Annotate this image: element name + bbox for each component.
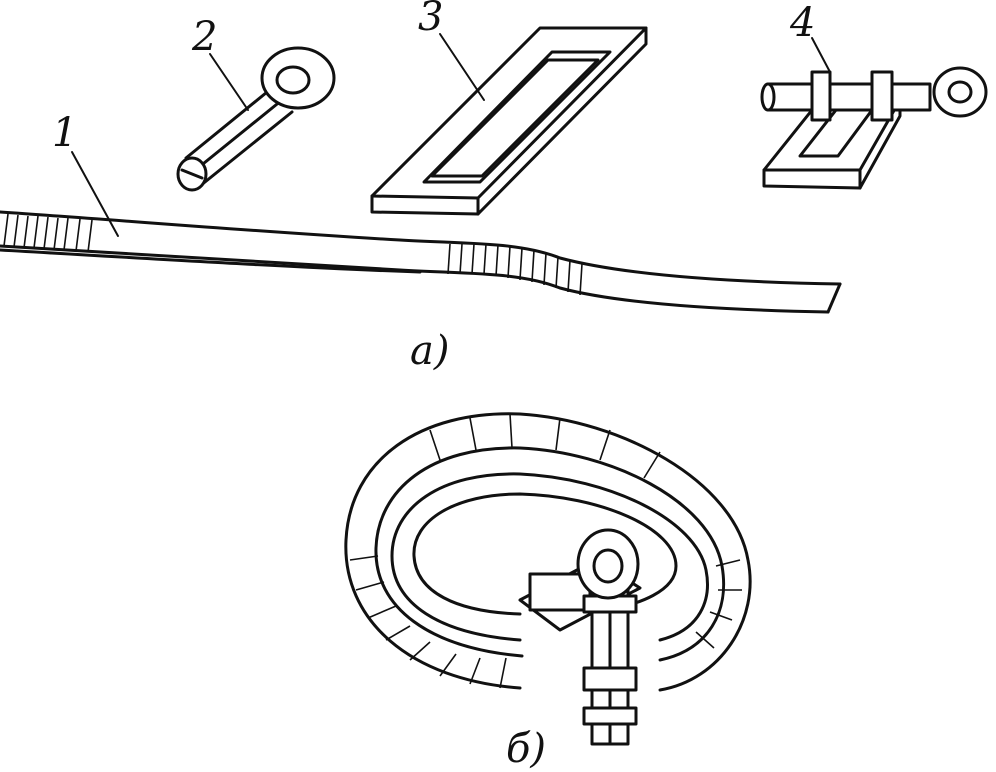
caption-part-b: б) xyxy=(506,726,546,772)
leader-lines xyxy=(71,33,831,237)
metal-strip xyxy=(0,210,842,314)
label-lock: 4 xyxy=(789,0,815,46)
label-strip: 1 xyxy=(52,110,77,156)
slotted-plate xyxy=(370,26,648,216)
band-hatching xyxy=(349,413,742,689)
lock-assembly xyxy=(760,66,988,190)
strip-hatching-right xyxy=(447,243,583,296)
label-plate: 3 xyxy=(418,0,443,40)
strip-hatching-left xyxy=(3,213,93,253)
label-pin: 2 xyxy=(191,14,217,60)
cotter-pin xyxy=(176,46,336,192)
band-lock xyxy=(518,528,642,746)
part-b: б) xyxy=(344,412,752,772)
caption-part-a: а) xyxy=(410,328,449,374)
coiled-band xyxy=(344,412,752,692)
part-a: 1 2 3 4 а) xyxy=(0,0,988,374)
